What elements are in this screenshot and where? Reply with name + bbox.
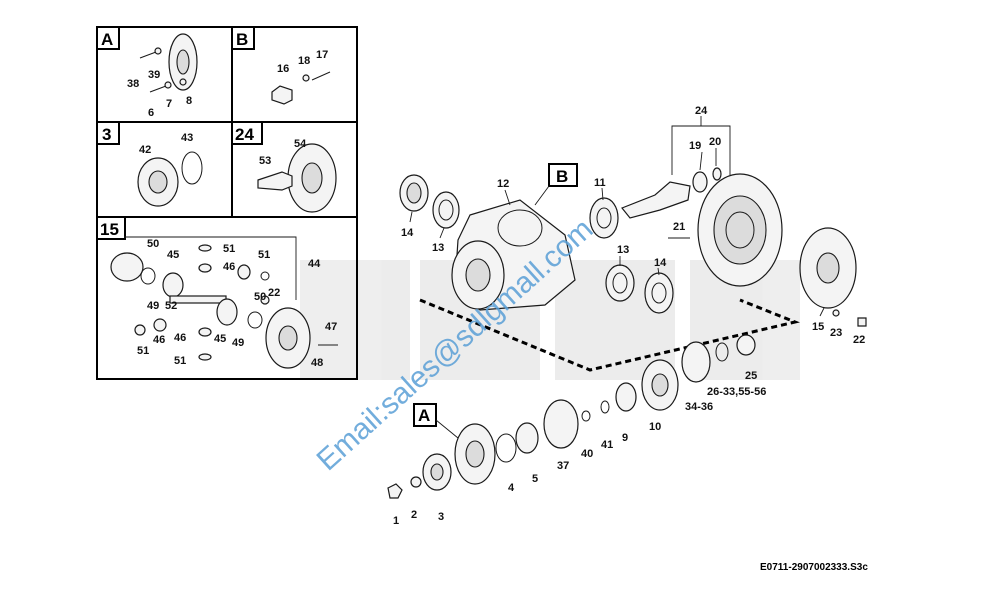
inset-a: A 38 39 6 7 8	[96, 26, 198, 119]
label-20: 20	[709, 136, 721, 148]
inset-b-label-18: 18	[298, 55, 310, 67]
inset-15-label-46b: 46	[153, 334, 165, 346]
inset-24: 24 53 54	[231, 121, 337, 213]
inset-15-label-50a: 50	[147, 238, 159, 250]
label-19: 19	[689, 140, 701, 152]
inset-15-label-46c: 46	[174, 332, 186, 344]
label-23: 23	[830, 327, 842, 339]
inset-15-label-48: 48	[311, 357, 323, 369]
diagram-code: E0711-2907002333.S3c	[760, 562, 868, 573]
label-25: 25	[745, 370, 757, 382]
main-assembly: B	[387, 116, 867, 499]
inset-3-label-43: 43	[181, 132, 193, 144]
inset-15-label-51b: 51	[258, 249, 270, 261]
label-26-33: 26-33,55-56	[707, 386, 766, 398]
inset-a-label-38: 38	[127, 78, 139, 90]
inset-3-label-42: 42	[139, 144, 151, 156]
inset-15-label-51a: 51	[223, 243, 235, 255]
label-2: 2	[411, 509, 417, 521]
label-14a: 14	[401, 227, 414, 239]
label-40: 40	[581, 448, 593, 460]
inset-a-label-39: 39	[148, 69, 160, 81]
inset-15-label-45a: 45	[167, 249, 179, 261]
inset-3-letter: 3	[102, 125, 111, 144]
label-41: 41	[601, 439, 613, 451]
inset-a-letter: A	[101, 30, 113, 49]
inset-15-label-52: 52	[165, 300, 177, 312]
label-11: 11	[594, 177, 606, 189]
inset-24-label-54: 54	[294, 138, 307, 150]
label-9: 9	[622, 432, 628, 444]
label-3: 3	[438, 511, 444, 523]
inset-15-label-47: 47	[325, 321, 337, 333]
inset-a-label-6: 6	[148, 107, 154, 119]
inset-a-label-7: 7	[166, 98, 172, 110]
inset-15-letter: 15	[100, 220, 119, 239]
inset-15-label-46a: 46	[223, 261, 235, 273]
inset-15-label-44: 44	[308, 258, 321, 270]
label-13a: 13	[432, 242, 444, 254]
inset-15-label-50b: 50	[254, 291, 266, 303]
inset-15-label-45b: 45	[214, 333, 226, 345]
callout-a-letter: A	[418, 406, 430, 425]
inset-b-label-17: 17	[316, 49, 328, 61]
inset-24-label-53: 53	[259, 155, 271, 167]
inset-15-label-51d: 51	[174, 355, 186, 367]
inset-15-label-22: 22	[268, 287, 280, 299]
label-24: 24	[695, 105, 708, 117]
label-12: 12	[497, 178, 509, 190]
inset-3: 3 42 43	[96, 121, 203, 207]
inset-15-label-51c: 51	[137, 345, 149, 357]
inset-15-label-49b: 49	[232, 337, 244, 349]
label-4: 4	[508, 482, 515, 494]
label-34-36: 34-36	[685, 401, 713, 413]
label-1: 1	[393, 515, 399, 527]
inset-15-label-49a: 49	[147, 300, 159, 312]
label-15: 15	[812, 321, 824, 333]
inset-a-label-8: 8	[186, 95, 192, 107]
inset-15: 15 50 45 51 46 51 44 49 52 22 50 46 45 4…	[96, 216, 338, 369]
inset-b-letter: B	[236, 30, 248, 49]
inset-24-letter: 24	[235, 125, 254, 144]
label-14b: 14	[654, 257, 667, 269]
inset-b-label-16: 16	[277, 63, 289, 75]
label-10: 10	[649, 421, 661, 433]
inset-b: B 16 18 17	[231, 26, 331, 105]
callout-b-letter: B	[556, 167, 568, 186]
label-21: 21	[673, 221, 685, 233]
main-labels: 24 19 20 12 11 14 13 21 13 14 15 23 22 2…	[393, 105, 865, 527]
label-13b: 13	[617, 244, 629, 256]
label-37: 37	[557, 460, 569, 472]
label-5: 5	[532, 473, 538, 485]
label-22: 22	[853, 334, 865, 346]
